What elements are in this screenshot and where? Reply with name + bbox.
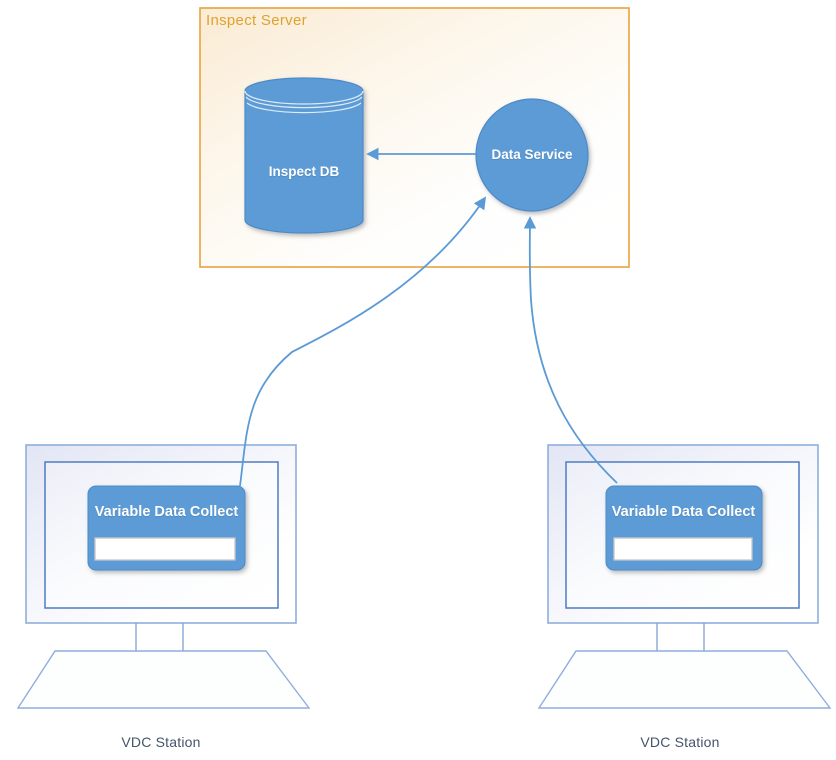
- connector-left-station-to-service-arrow: [239, 196, 487, 487]
- vdc-app-left-input-value: [95, 538, 235, 560]
- monitor-right: [537, 444, 832, 709]
- monitor-left-stand-neck: [135, 623, 184, 651]
- cylinder-seam-line-3: [246, 102, 362, 114]
- vdc-app-left-title: Variable Data Collect: [94, 504, 239, 520]
- inspect-server-group-title: Inspect Server: [206, 12, 307, 29]
- vdc-app-left-input: [94, 537, 236, 561]
- vdc-app-left: [87, 485, 246, 571]
- vdc-app-right-input: [613, 537, 753, 561]
- vdc-app-right: [605, 485, 763, 571]
- cylinder-seam-line-1: [244, 90, 364, 105]
- connector-right-station-to-service-arrow: [523, 216, 618, 484]
- inspect-db-label: Inspect DB: [268, 164, 340, 179]
- vdc-station-left-caption: VDC Station: [121, 734, 201, 750]
- vdc-station-right-caption: VDC Station: [640, 734, 720, 750]
- data-service-circle: [475, 98, 589, 212]
- vdc-app-right-input-value: [614, 538, 752, 560]
- monitor-right-stand-base: [537, 650, 832, 709]
- monitor-left-stand-base: [16, 650, 311, 709]
- vdc-app-right-title: Variable Data Collect: [611, 504, 756, 520]
- inspect-db-cylinder: [244, 77, 364, 234]
- monitor-right-stand-neck: [656, 623, 705, 651]
- cylinder-seam-line-2: [245, 96, 363, 109]
- monitor-left: [16, 444, 311, 709]
- data-service-label: Data Service: [491, 147, 573, 162]
